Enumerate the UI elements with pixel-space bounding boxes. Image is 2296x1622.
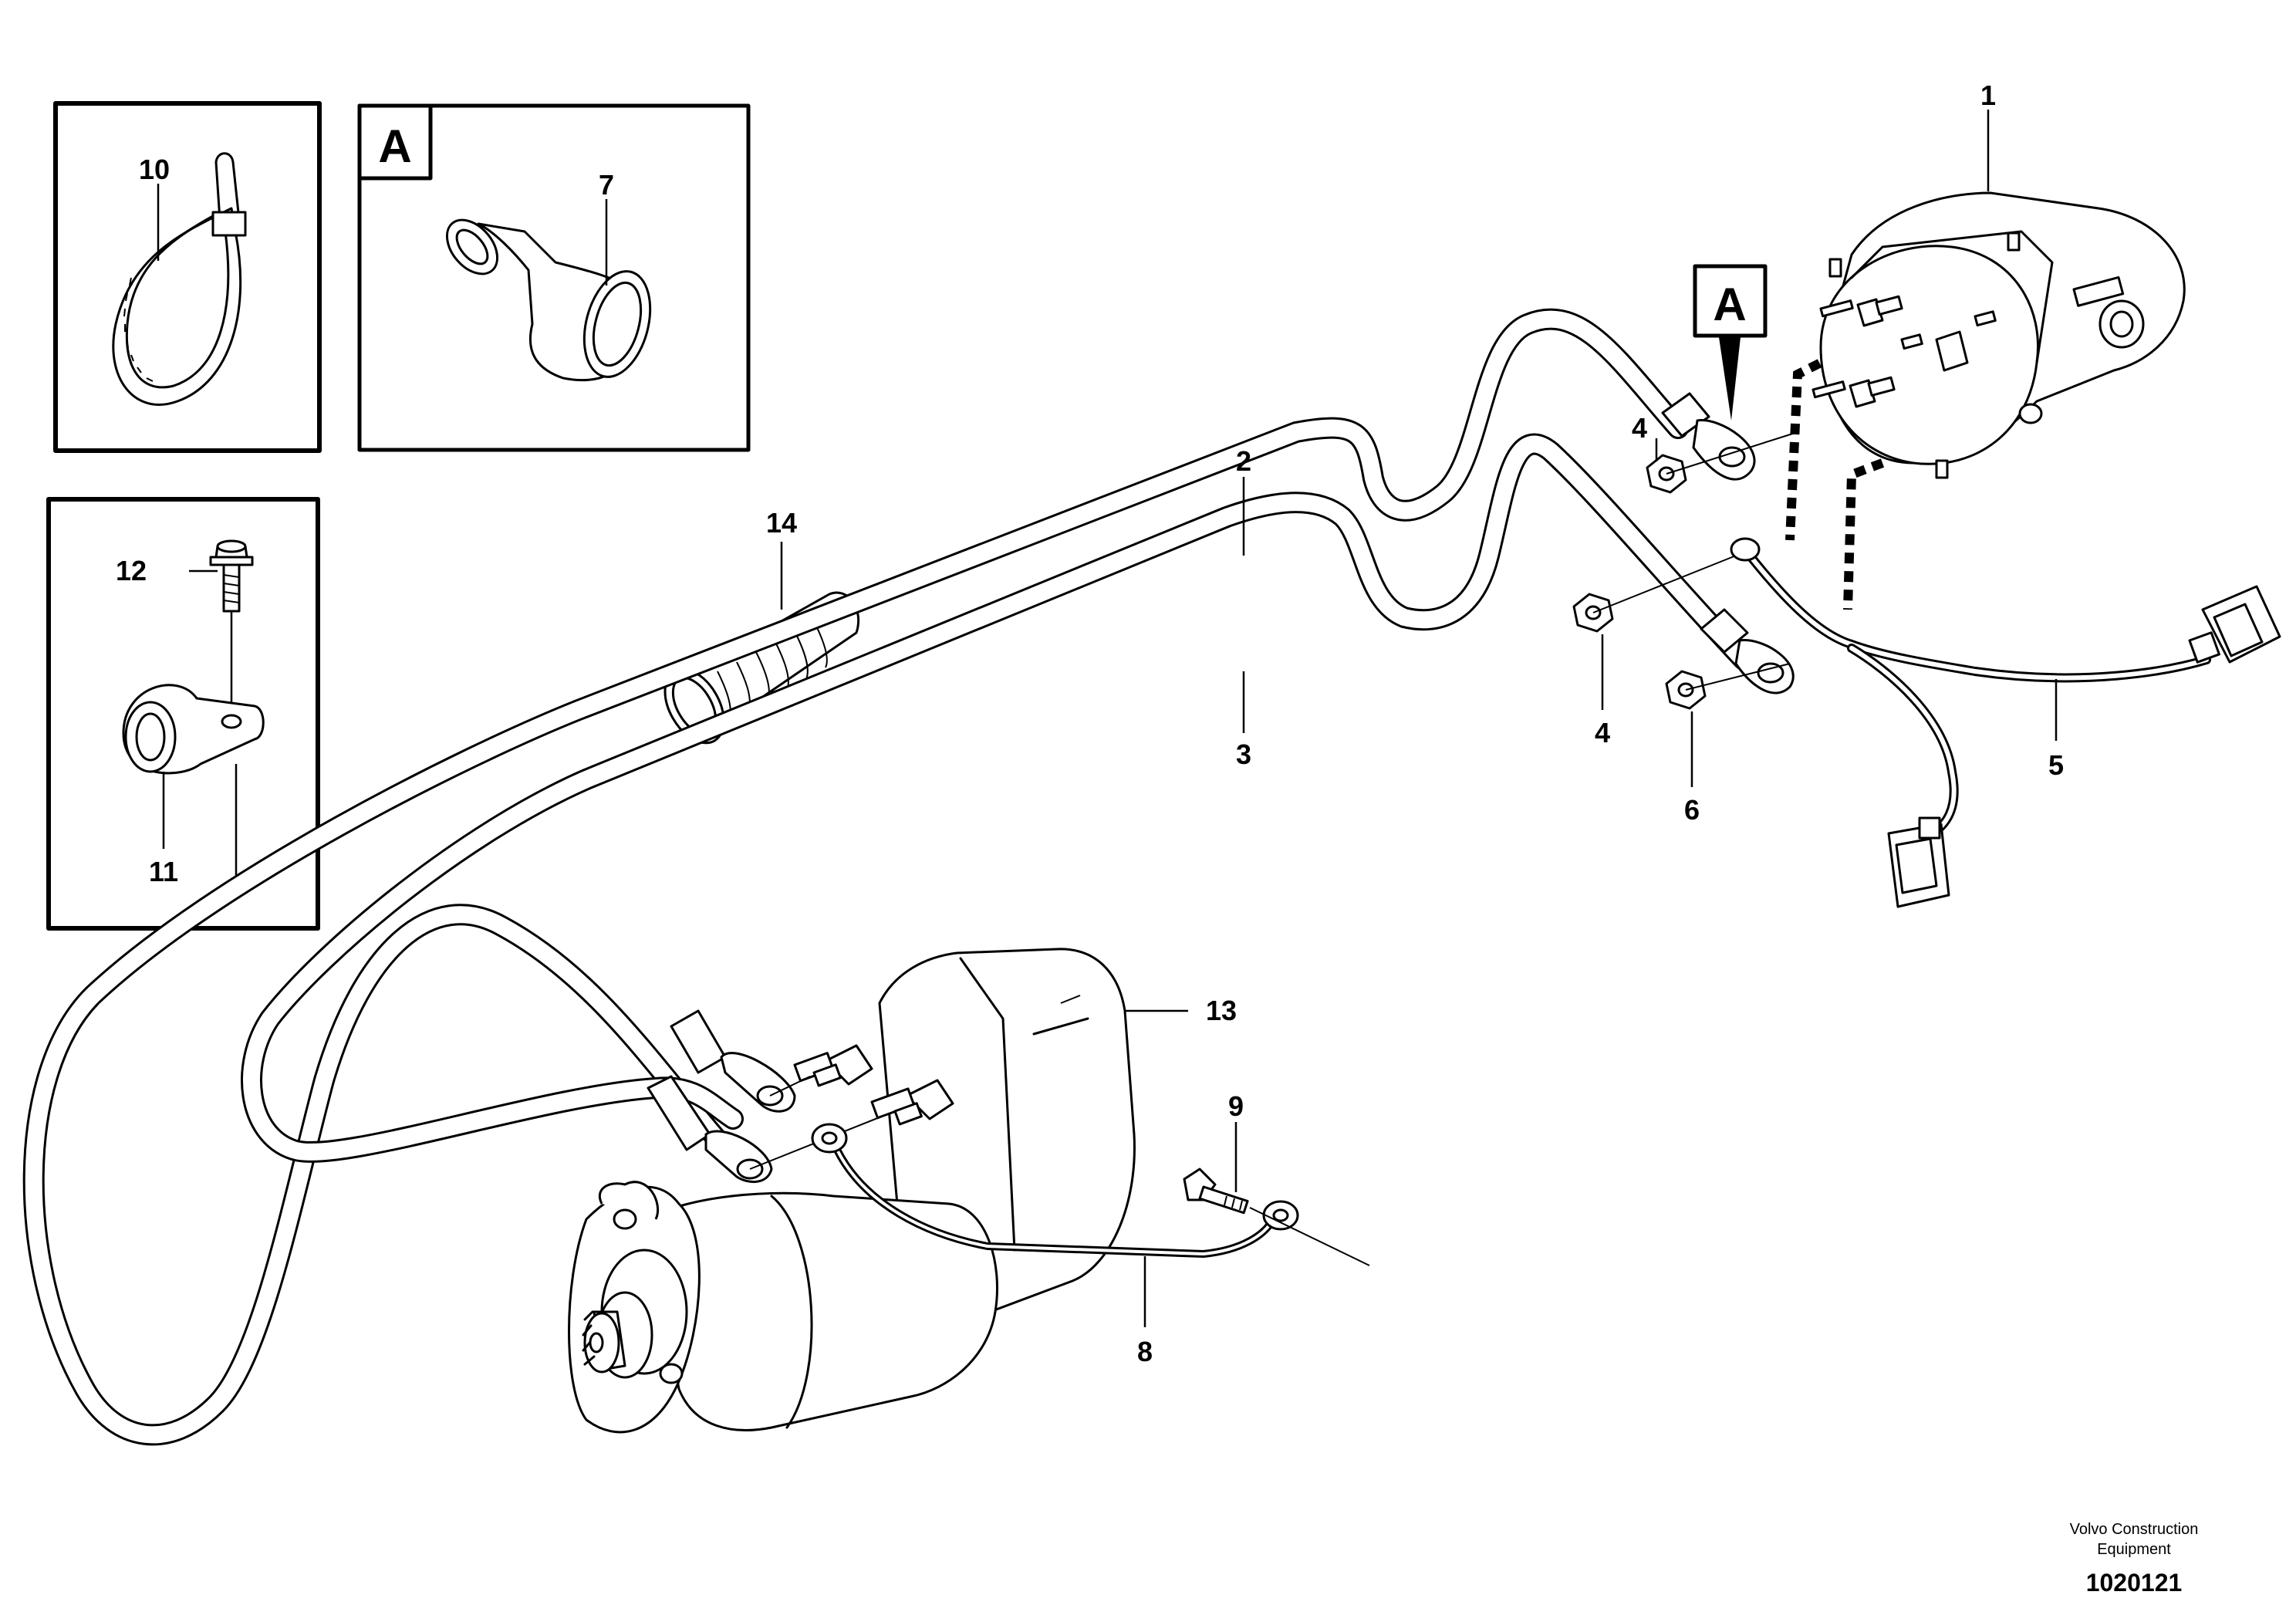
dashed-connection-left [1785, 350, 1838, 541]
cable-2-lug [1661, 392, 1756, 481]
cable-3 [241, 433, 1754, 1163]
bolt-axis-line [1249, 1207, 1370, 1266]
callout-7: 7 [599, 169, 614, 201]
callout-6: 6 [1684, 794, 1700, 826]
callout-8: 8 [1137, 1336, 1153, 1367]
brand-line-2: Equipment [2097, 1541, 2171, 1558]
callout-13: 13 [1206, 995, 1237, 1026]
terminal-studs [1811, 295, 1997, 408]
detail-box-a: A 7 [357, 103, 751, 452]
starter-cable-lug-upper [670, 1009, 796, 1113]
starter-cable-lug-lower [647, 1075, 773, 1184]
callout-4-lower: 4 [1595, 717, 1610, 748]
ground-cable [811, 1123, 1299, 1259]
starter-axis-upper [769, 1076, 811, 1097]
detail-box-clamp: 12 11 [46, 497, 320, 931]
callout-9: 9 [1228, 1090, 1244, 1122]
callout-3: 3 [1236, 738, 1251, 770]
cable-3-lug [1700, 608, 1795, 694]
axis-line-lower [1685, 663, 1791, 691]
screw-illustration [209, 539, 254, 613]
cable-2 [22, 308, 1689, 1446]
callout-12: 12 [116, 555, 147, 586]
axis-line-upper [1666, 431, 1798, 475]
callout-14: 14 [766, 507, 797, 539]
callout-4-upper: 4 [1632, 412, 1647, 444]
view-arrow-letter: A [1713, 279, 1746, 330]
bolt-9 [1183, 1168, 1249, 1215]
view-arrow-a: A [1693, 264, 1768, 421]
figure-number: 1020121 [2086, 1569, 2183, 1597]
brand-line-1: Volvo Construction [2070, 1521, 2199, 1538]
clamp-illustration [122, 684, 265, 775]
callout-1: 1 [1980, 79, 1996, 111]
wiring-harness [1730, 537, 2281, 908]
callout-2: 2 [1236, 445, 1251, 477]
starter-motor [568, 948, 1136, 1434]
grommet-illustration [445, 218, 652, 382]
footer-block: Volvo Construction Equipment 1020121 [2070, 1521, 2199, 1597]
callout-5: 5 [2048, 749, 2064, 781]
detail-box-cable-tie: 10 [53, 101, 322, 453]
axis-line-mid [1592, 555, 1737, 613]
detail-marker-letter: A [378, 120, 411, 172]
battery-contactor [1811, 191, 2186, 479]
dashed-connection-right [1843, 458, 1885, 610]
callout-10: 10 [139, 154, 170, 185]
callout-11: 11 [149, 856, 178, 887]
cable-tie-illustration [112, 152, 247, 406]
solenoid-terminals [793, 1044, 954, 1126]
